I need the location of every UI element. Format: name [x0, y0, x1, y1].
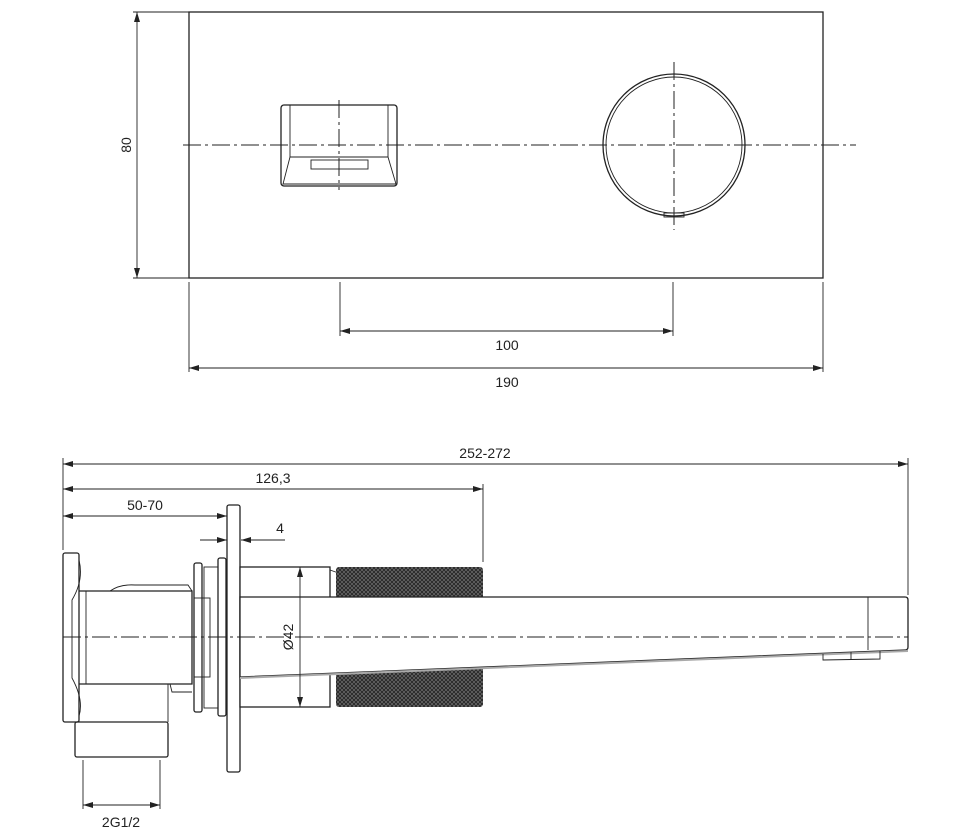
svg-text:50-70: 50-70 [127, 497, 163, 513]
dimension-plate-thickness: 4 [200, 520, 285, 543]
lever-handle [280, 100, 398, 190]
dimension-spout-body: 126,3 [63, 470, 483, 492]
dimension-thread: 2G1/2 [82, 760, 161, 830]
dimension-width: 190 [188, 282, 824, 390]
svg-text:Ø42: Ø42 [280, 624, 296, 651]
dimension-height: 80 [118, 11, 189, 279]
svg-text:100: 100 [495, 337, 519, 353]
svg-text:190: 190 [495, 374, 519, 390]
svg-text:4: 4 [276, 520, 284, 536]
top-view: 80 100 190 [118, 11, 856, 390]
side-view: 252-272 126,3 50-70 4 [62, 445, 909, 830]
svg-text:2G1/2: 2G1/2 [102, 814, 140, 830]
dimension-total-length: 252-272 [63, 445, 908, 467]
dimension-center-distance: 100 [339, 282, 674, 353]
svg-text:252-272: 252-272 [459, 445, 511, 461]
svg-text:126,3: 126,3 [255, 470, 290, 486]
dimension-diameter: Ø42 [280, 567, 303, 707]
spout-outlet-circle [602, 62, 746, 230]
spout [239, 596, 909, 679]
svg-text:80: 80 [118, 137, 134, 153]
dimension-wall-depth: 50-70 [63, 497, 227, 519]
concealed-body [62, 552, 193, 758]
cover-plate [226, 504, 241, 773]
